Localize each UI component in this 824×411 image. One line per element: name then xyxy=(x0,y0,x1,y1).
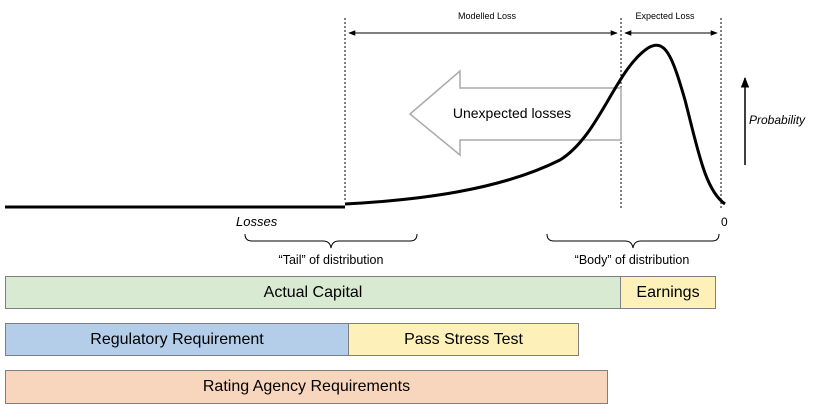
regulatory-requirement-bar: Regulatory Requirement xyxy=(5,323,349,356)
zero-label: 0 xyxy=(721,215,728,229)
tail-brace xyxy=(244,233,418,249)
loss-distribution-diagram: Modelled Loss Expected Loss Unexpected l… xyxy=(5,11,806,267)
rating-agency-requirements-label: Rating Agency Requirements xyxy=(202,378,411,395)
rating-agency-requirements-bar: Rating Agency Requirements xyxy=(5,370,608,404)
pass-stress-test-bar: Pass Stress Test xyxy=(348,323,579,356)
modelled-loss-label: Modelled Loss xyxy=(458,11,517,21)
probability-label: Probability xyxy=(749,113,806,127)
body-label: “Body” of distribution xyxy=(575,253,690,267)
unexpected-losses-arrow xyxy=(408,69,622,157)
tail-label: “Tail” of distribution xyxy=(279,253,384,267)
unexpected-losses-label: Unexpected losses xyxy=(453,105,571,121)
earnings-bar: Earnings xyxy=(620,276,716,309)
loss-distribution-curve xyxy=(344,43,726,206)
losses-label: Losses xyxy=(236,214,278,229)
regulatory-requirement-label: Regulatory Requirement xyxy=(90,330,264,348)
body-brace xyxy=(546,233,720,249)
earnings-label: Earnings xyxy=(636,283,700,301)
actual-capital-label: Actual Capital xyxy=(263,283,363,301)
pass-stress-test-label: Pass Stress Test xyxy=(404,330,523,348)
actual-capital-bar: Actual Capital xyxy=(5,276,621,309)
expected-loss-label: Expected Loss xyxy=(635,11,695,21)
